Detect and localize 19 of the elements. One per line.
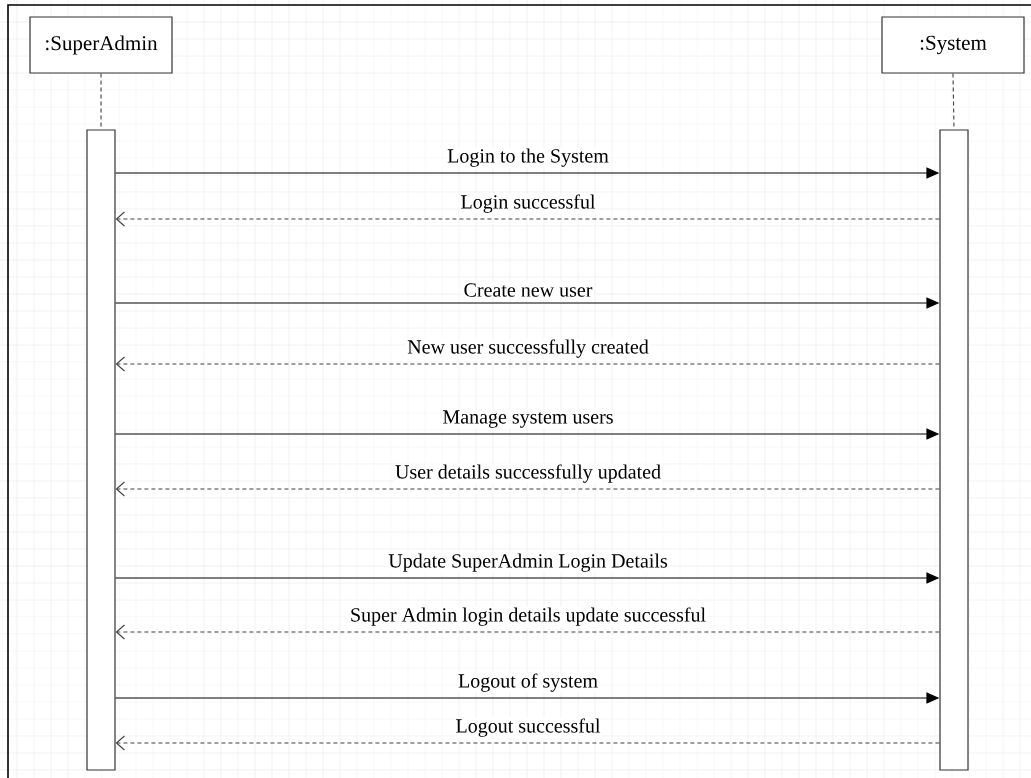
message-label: User details successfully updated [395, 464, 661, 483]
lifeline-head-box: :System [881, 16, 1025, 74]
message-label: Update SuperAdmin Login Details [388, 553, 667, 572]
message-label: New user successfully created [407, 339, 649, 358]
message-label: Logout successful [456, 718, 601, 737]
message-label: Login successful [461, 194, 596, 213]
message-label: Create new user [464, 283, 593, 297]
return-arrow [115, 624, 940, 640]
message-label: Super Admin login details update successful [351, 607, 706, 626]
activation-bar [86, 129, 116, 771]
message-label: Manage system users [443, 410, 613, 428]
message-label: Login to the System [447, 148, 609, 167]
message-label: Logout of system [458, 673, 598, 692]
return-arrow [115, 735, 940, 751]
lifeline-head-box: :SuperAdmin [29, 16, 173, 74]
activation-bar [939, 129, 969, 771]
return-arrow [115, 211, 940, 227]
return-arrow [115, 481, 940, 497]
return-arrow [115, 356, 940, 372]
